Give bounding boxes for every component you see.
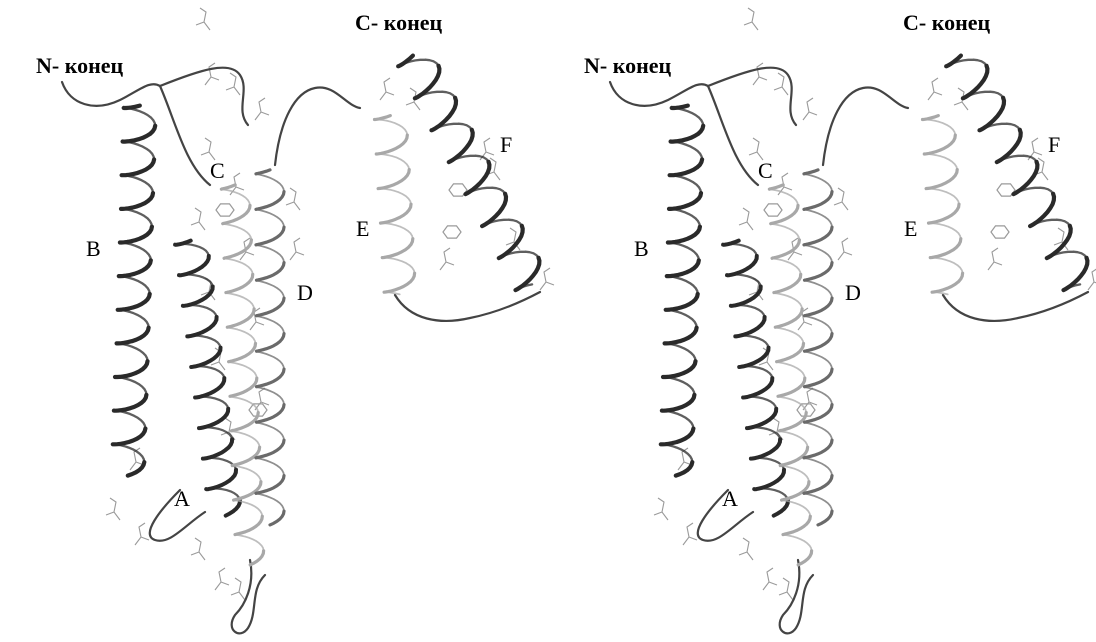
helix-a <box>175 241 240 516</box>
stereo-panel-right: N- конец С- конец A B C D E F <box>548 0 1096 642</box>
loop-d-e <box>823 87 908 165</box>
side-chain <box>928 78 942 100</box>
side-chain <box>255 388 269 410</box>
loop-e-f <box>395 292 540 321</box>
side-chain <box>440 248 454 270</box>
side-chain <box>739 208 753 230</box>
side-chain <box>196 8 210 30</box>
side-chain <box>135 523 149 545</box>
protein-ribbon-left <box>0 0 548 642</box>
n-terminal-loop <box>610 82 708 106</box>
side-chain <box>749 138 763 160</box>
helix-d-label: D <box>297 282 313 304</box>
side-chain <box>106 498 120 520</box>
c-terminus-label: С- конец <box>355 12 442 34</box>
bottom-loop <box>780 560 813 633</box>
loop-b-c <box>708 86 758 185</box>
side-chain <box>215 568 229 590</box>
helix-e-label: E <box>904 218 917 240</box>
loop-d-e <box>275 87 360 165</box>
side-chain <box>255 98 269 120</box>
side-chain <box>231 578 245 600</box>
n-terminal-loop <box>62 82 160 106</box>
n-terminus-label: N- конец <box>584 55 671 77</box>
helix-e-label: E <box>356 218 369 240</box>
side-chain <box>739 538 753 560</box>
side-chain <box>803 98 817 120</box>
bottom-loop <box>232 560 265 633</box>
c-terminus-label: С- конец <box>903 12 990 34</box>
side-chain <box>250 308 264 330</box>
side-chain <box>834 188 848 210</box>
loop-e-f <box>943 292 1088 321</box>
n-terminus-label: N- конец <box>36 55 123 77</box>
side-chain <box>226 73 240 95</box>
aromatic-ring <box>764 204 782 216</box>
side-chain <box>763 568 777 590</box>
helix-e <box>923 116 963 293</box>
side-chain <box>838 238 852 260</box>
helix-f <box>946 56 1087 291</box>
helix-f <box>398 56 539 291</box>
side-chain <box>683 523 697 545</box>
side-chain <box>201 138 215 160</box>
helix-d <box>804 170 832 525</box>
helix-a <box>723 241 788 516</box>
helix-d-label: D <box>845 282 861 304</box>
aromatic-ring <box>991 226 1009 238</box>
side-chain <box>774 73 788 95</box>
helix-e-back <box>923 119 963 294</box>
helix-d <box>256 170 284 525</box>
side-chain <box>798 308 812 330</box>
side-chain <box>779 578 793 600</box>
helix-c-label: C <box>210 160 225 182</box>
side-chain <box>205 63 219 85</box>
side-chain <box>191 538 205 560</box>
side-chain <box>803 388 817 410</box>
helix-a-label: A <box>722 488 738 510</box>
side-chain <box>1088 268 1096 290</box>
helix-a-back <box>723 244 788 500</box>
helix-c-label: C <box>758 160 773 182</box>
side-chain <box>290 238 304 260</box>
stereo-panel-left: N- конец С- конец A B C D E F <box>0 0 548 642</box>
helix-b-label: B <box>634 238 649 260</box>
helix-a-back <box>175 244 240 500</box>
loop-b-c <box>160 86 210 185</box>
side-chain <box>744 8 758 30</box>
protein-ribbon-right <box>548 0 1096 642</box>
side-chain <box>753 63 767 85</box>
helix-e-back <box>375 119 415 294</box>
helix-a-label: A <box>174 488 190 510</box>
side-chain <box>191 208 205 230</box>
helix-e <box>375 116 415 293</box>
aromatic-ring <box>443 226 461 238</box>
aromatic-ring <box>216 204 234 216</box>
side-chain <box>380 78 394 100</box>
side-chain <box>654 498 668 520</box>
helix-b-label: B <box>86 238 101 260</box>
helix-f-label: F <box>1048 134 1060 156</box>
side-chain <box>988 248 1002 270</box>
helix-f-label: F <box>500 134 512 156</box>
side-chain <box>286 188 300 210</box>
